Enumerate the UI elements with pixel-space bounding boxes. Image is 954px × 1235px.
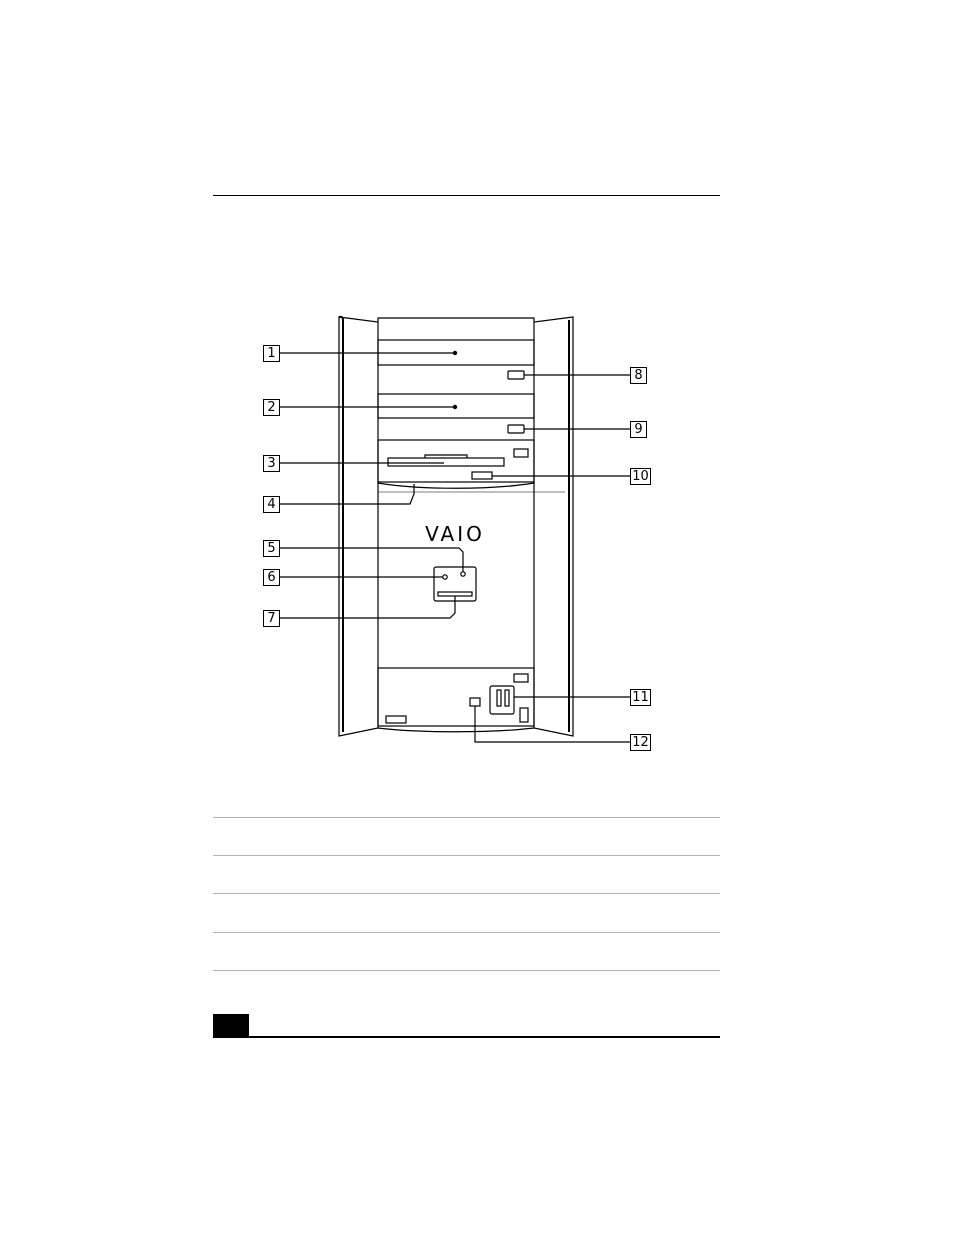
callout-7: 7 bbox=[263, 610, 280, 627]
callout-3: 3 bbox=[263, 455, 280, 472]
table-rule bbox=[213, 855, 720, 856]
callout-12: 12 bbox=[630, 734, 651, 751]
callout-9: 9 bbox=[630, 421, 647, 438]
callout-5: 5 bbox=[263, 540, 280, 557]
callout-11: 11 bbox=[630, 689, 651, 706]
callout-1: 1 bbox=[263, 345, 280, 362]
table-rule bbox=[213, 817, 720, 818]
table-rule bbox=[213, 932, 720, 933]
callout-2: 2 bbox=[263, 399, 280, 416]
page-number-tab bbox=[213, 1014, 249, 1036]
callout-4: 4 bbox=[263, 496, 280, 513]
vaio-logo: VAIO bbox=[425, 522, 485, 546]
callout-6: 6 bbox=[263, 569, 280, 586]
callout-10: 10 bbox=[630, 468, 651, 485]
footer-rule bbox=[213, 1036, 720, 1038]
table-rule bbox=[213, 970, 720, 971]
table-rule bbox=[213, 893, 720, 894]
callout-8: 8 bbox=[630, 367, 647, 384]
